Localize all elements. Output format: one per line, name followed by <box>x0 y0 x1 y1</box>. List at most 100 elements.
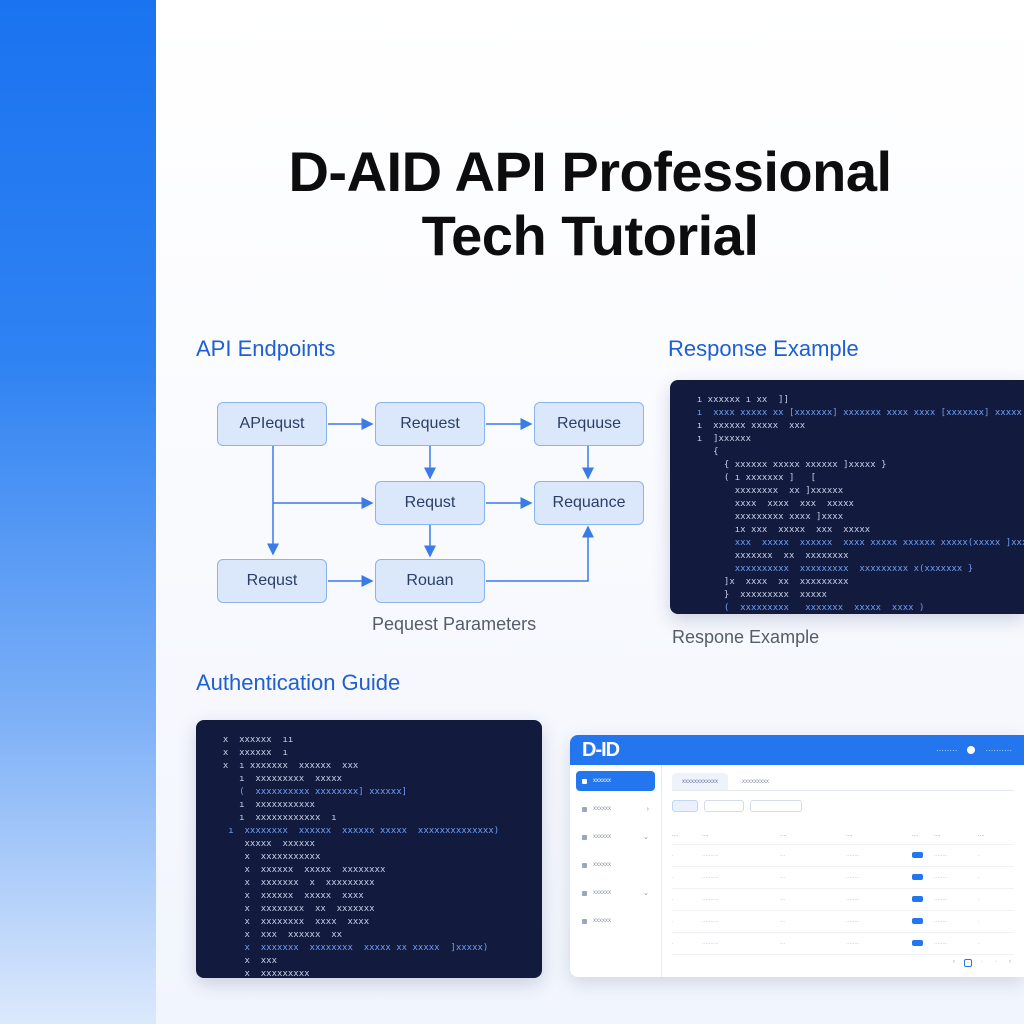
filter-chip-active[interactable] <box>672 800 698 812</box>
table-cell: ·········· <box>702 896 719 903</box>
table-header-cell: ···· <box>978 832 985 839</box>
sidebar-item-label: xxxxxx <box>593 806 611 812</box>
page-next-button[interactable]: › <box>1009 959 1011 965</box>
title-line-1: D-AID API Professional <box>288 140 892 203</box>
dashboard-menu-label[interactable]: ·········· <box>985 745 1012 755</box>
code-line: x xxxxxxx x xxxxxxxxx <box>212 878 375 888</box>
table-cell: ········ <box>846 852 860 859</box>
code-line: x xxxxxxxx xxxx xxxx <box>212 917 370 927</box>
code-line: xxxxxxxx xx ]xxxxxx <box>686 486 844 496</box>
code-line: ( xxxxxxxxxx xxxxxxxx] xxxxxx] <box>212 787 408 797</box>
dashboard-tabs: xxxxxxxxxxxx xxxxxxxxx <box>672 773 1014 791</box>
avatar[interactable] <box>967 746 976 754</box>
flow-node-api-request: APIequst <box>217 402 327 446</box>
sidebar-item-6[interactable]: xxxxxx <box>576 911 655 931</box>
page-button[interactable]: · <box>981 959 983 965</box>
code-line: xxxxxxxxxx xxxxxxxxx xxxxxxxxx x(xxxxxxx… <box>686 564 974 574</box>
table-cell: · <box>978 852 980 859</box>
response-code-panel: ı xxxxxx ı xx ]] ı xxxx xxxxx xx [xxxxxx… <box>670 380 1024 614</box>
sidebar-item-5[interactable]: xxxxxx ⌄ <box>576 883 655 903</box>
auth-code-block: x xxxxxx ıı x xxxxxx ı x ı xxxxxxx xxxxx… <box>212 734 526 978</box>
table-cell: ········ <box>934 874 948 881</box>
table-cell: ··· <box>780 896 785 903</box>
code-line: ( ı xxxxxxx ] [ <box>686 473 817 483</box>
code-line: x ı xxxxxxx xxxxxx xxx <box>212 761 359 771</box>
table-header-cell: ···· <box>912 832 919 839</box>
table-cell: · <box>672 874 674 881</box>
flow-arrows <box>267 418 594 587</box>
sidebar-item-label: xxxxxx <box>593 834 611 840</box>
sidebar-item-2[interactable]: xxxxxx › <box>576 799 655 819</box>
section-heading-response: Response Example <box>668 336 859 361</box>
flow-node-response-2: Requance <box>534 481 644 525</box>
code-line: ı xxxxxxxxx xxxxx <box>212 774 343 784</box>
table-row[interactable]: ······························· <box>672 889 1014 911</box>
code-line: xxxx xxxx xxx xxxxx <box>686 499 854 509</box>
table-row[interactable]: ······························· <box>672 933 1014 955</box>
table-cell: ·········· <box>702 940 719 947</box>
code-line: ı ]xxxxxx <box>686 434 752 444</box>
nav-icon <box>582 806 587 812</box>
pagination: ‹ · · · › <box>672 959 1014 967</box>
table-header: ···························· <box>672 827 1014 845</box>
chevron-right-icon: › <box>646 805 649 813</box>
code-line: ı xxxxxx xxxxx xxx <box>686 421 806 431</box>
tab-2[interactable]: xxxxxxxxx <box>742 779 769 785</box>
dashboard-sidebar: xxxxxx xxxxxx› xxxxxx⌄ xxxxxx xxxxxx⌄ xx… <box>570 765 662 977</box>
status-badge <box>912 895 923 902</box>
table-cell <box>912 873 934 882</box>
dashboard-table: ········································… <box>672 827 1014 955</box>
table-cell <box>912 851 934 860</box>
nav-icon <box>582 778 587 784</box>
title-line-2: Tech Tutorial <box>421 204 759 267</box>
dashboard-preview: D-ID ········ ·········· xxxxxx xxxxxx› … <box>570 735 1024 977</box>
code-line: { <box>686 447 719 457</box>
table-cell: · <box>672 918 674 925</box>
table-header-cell: ···· <box>846 832 853 839</box>
page-current-button[interactable]: · <box>964 959 972 967</box>
code-line: x xxx <box>212 956 278 966</box>
table-header-cell: ···· <box>702 832 709 839</box>
filter-chip[interactable] <box>704 800 744 812</box>
table-cell: · <box>978 874 980 881</box>
table-cell: · <box>672 896 674 903</box>
endpoint-flow-diagram: APIequst Request Requuse Requst Requance… <box>200 390 660 640</box>
sidebar-item-1[interactable]: xxxxxx <box>576 771 655 791</box>
diagram-caption: Pequest Parameters <box>372 614 537 634</box>
filter-dropdown[interactable] <box>750 800 802 812</box>
table-row[interactable]: ······························· <box>672 911 1014 933</box>
section-heading-auth: Authentication Guide <box>196 670 401 695</box>
status-badge <box>912 917 923 924</box>
sidebar-item-4[interactable]: xxxxxx <box>576 855 655 875</box>
table-cell: ········ <box>934 940 948 947</box>
response-code-block: ı xxxxxx ı xx ]] ı xxxx xxxxx xx [xxxxxx… <box>686 394 1024 614</box>
tab-1[interactable]: xxxxxxxxxxxx <box>672 773 728 790</box>
page-title: D-AID API Professional Tech Tutorial <box>156 140 1024 268</box>
dashboard-main: xxxxxxxxxxxx xxxxxxxxx ·················… <box>662 765 1024 977</box>
sidebar-item-label: xxxxxx <box>593 890 611 896</box>
table-header-cell: ···· <box>934 832 941 839</box>
page-prev-button[interactable]: ‹ <box>953 959 955 965</box>
sidebar-item-3[interactable]: xxxxxx⌄ <box>576 827 655 847</box>
table-cell: ·········· <box>702 918 719 925</box>
page-button[interactable]: · <box>995 959 997 965</box>
status-badge <box>912 873 923 880</box>
table-cell: ··· <box>780 852 785 859</box>
table-cell: ········ <box>934 896 948 903</box>
table-cell: ··· <box>780 918 785 925</box>
response-caption: Respone Example <box>672 627 820 647</box>
table-cell: · <box>978 940 980 947</box>
table-cell: ········ <box>846 896 860 903</box>
code-line: ı xxxxxxxx xxxxxx xxxxxx xxxxx xxxxxxxxx… <box>212 826 500 836</box>
chevron-down-icon: ⌄ <box>643 890 649 897</box>
table-row[interactable]: ······························· <box>672 845 1014 867</box>
table-cell <box>912 917 934 926</box>
code-line: x xxxxxxxxx <box>212 969 310 978</box>
table-cell: ········ <box>934 918 948 925</box>
table-row[interactable]: ······························· <box>672 867 1014 889</box>
table-cell: ·········· <box>702 874 719 881</box>
table-cell: ··· <box>780 940 785 947</box>
code-line: xxxxxxx xx xxxxxxxx <box>686 551 849 561</box>
nav-icon <box>582 834 587 840</box>
code-line: ı xxxxxxxxxxxx ı <box>212 813 337 823</box>
